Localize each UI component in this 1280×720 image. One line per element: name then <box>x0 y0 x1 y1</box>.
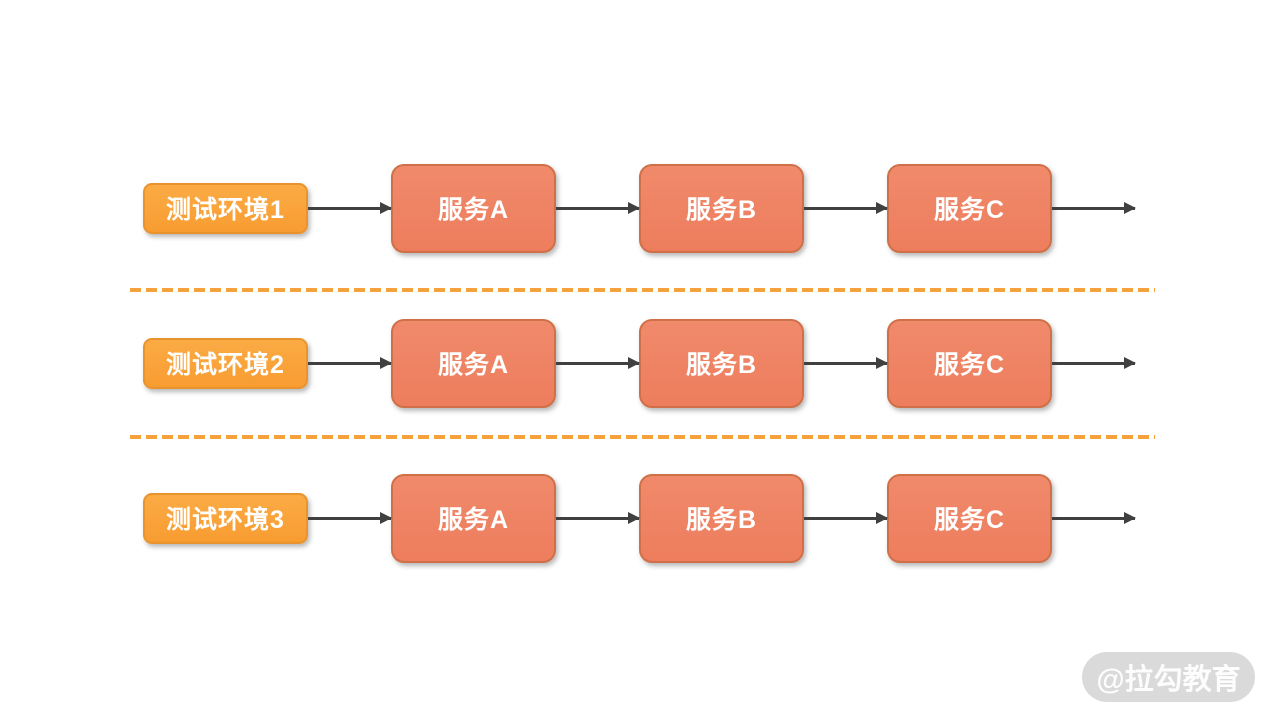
pipeline-row-1: 测试环境1 服务A 服务B 服务C <box>143 163 1135 253</box>
service-box-a: 服务A <box>391 318 556 408</box>
service-box-c: 服务C <box>887 318 1052 408</box>
env-box-label: 测试环境1 <box>166 196 285 224</box>
service-box-label: 服务A <box>437 506 510 534</box>
env-box-1: 测试环境1 <box>143 182 308 234</box>
service-box-b: 服务B <box>639 318 804 408</box>
flow-arrow-icon <box>804 516 887 520</box>
service-box-label: 服务C <box>933 196 1006 224</box>
flow-arrow-icon <box>804 361 887 365</box>
service-box-label: 服务C <box>933 506 1006 534</box>
dashed-separator-1 <box>130 288 1155 292</box>
flow-arrow-icon <box>804 206 887 210</box>
flow-arrow-icon <box>308 206 391 210</box>
flow-arrow-icon <box>1052 206 1135 210</box>
env-box-2: 测试环境2 <box>143 337 308 389</box>
service-box-label: 服务A <box>437 196 510 224</box>
service-box-label: 服务C <box>933 351 1006 379</box>
flow-arrow-icon <box>1052 516 1135 520</box>
flow-arrow-icon <box>308 516 391 520</box>
service-box-c: 服务C <box>887 473 1052 563</box>
env-box-label: 测试环境2 <box>166 351 285 379</box>
flow-arrow-icon <box>308 361 391 365</box>
flow-arrow-icon <box>556 516 639 520</box>
dashed-separator-2 <box>130 435 1155 439</box>
flow-arrow-icon <box>556 206 639 210</box>
flow-arrow-icon <box>556 361 639 365</box>
service-box-label: 服务B <box>685 196 758 224</box>
service-box-b: 服务B <box>639 163 804 253</box>
pipeline-row-2: 测试环境2 服务A 服务B 服务C <box>143 318 1135 408</box>
service-box-a: 服务A <box>391 473 556 563</box>
service-box-label: 服务B <box>685 506 758 534</box>
env-box-3: 测试环境3 <box>143 492 308 544</box>
flow-arrow-icon <box>1052 361 1135 365</box>
service-box-c: 服务C <box>887 163 1052 253</box>
watermark-badge: @拉勾教育 <box>1082 652 1255 702</box>
service-box-b: 服务B <box>639 473 804 563</box>
service-box-a: 服务A <box>391 163 556 253</box>
pipeline-row-3: 测试环境3 服务A 服务B 服务C <box>143 473 1135 563</box>
service-box-label: 服务A <box>437 351 510 379</box>
watermark-text: @拉勾教育 <box>1096 664 1241 696</box>
service-box-label: 服务B <box>685 351 758 379</box>
env-box-label: 测试环境3 <box>166 506 285 534</box>
